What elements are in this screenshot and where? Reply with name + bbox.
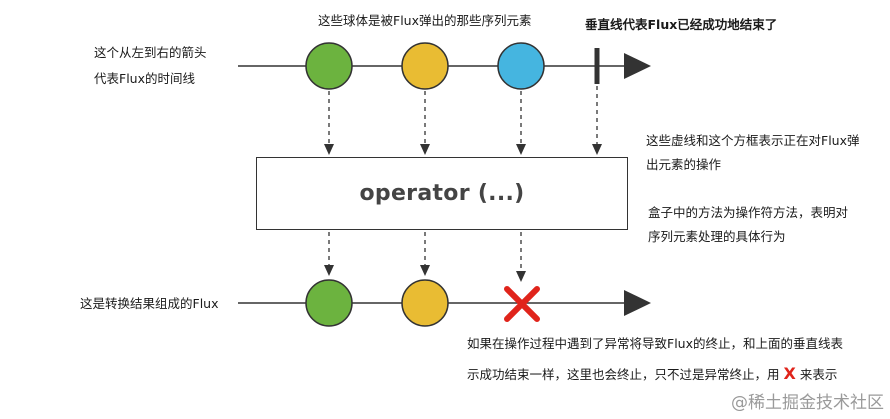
timeline-note-line2: 代表Flux的时间线 [94,71,195,86]
error-note-line1: 如果在操作过程中遇到了异常将导致Flux的终止，和上面的垂直线表 [467,336,843,351]
dashed-arrowhead [420,144,430,155]
bottom-timeline-arrowhead [624,290,651,316]
error-note-line2-end: 来表示 [799,367,838,382]
error-note-x-mark: X [783,364,796,383]
top-marble-yellow [401,42,449,90]
dashed-note-line2: 出元素的操作 [646,157,722,172]
operator-label: operator (...) [359,181,525,206]
watermark: @稀土掘金技术社区 [731,393,884,413]
marbles-note: 这些球体是被Flux弹出的那些序列元素 [318,13,532,28]
box-note-line2: 序列元素处理的具体行为 [648,229,786,244]
top-marble-green [305,42,353,90]
result-marble-green [305,279,353,327]
dashed-note-line1: 这些虚线和这个方框表示正在对Flux弹 [646,133,860,148]
result-marble-yellow [401,279,449,327]
box-note-line1: 盒子中的方法为操作符方法，表明对 [648,205,849,220]
dashed-arrowhead [516,271,526,282]
dashed-arrowhead [420,265,430,276]
top-marble-blue [497,42,545,90]
result-note: 这是转换结果组成的Flux [80,296,219,311]
top-timeline-arrowhead [624,53,651,79]
timeline-note-line1: 这个从左到右的箭头 [94,45,207,60]
operator-box: operator (...) [256,157,628,230]
dashed-arrowhead [516,144,526,155]
dashed-arrowhead [324,265,334,276]
dashed-arrowhead [592,144,602,155]
error-note-line2: 示成功结束一样，这里也会终止，只不过是异常终止，用 X 来表示 [467,361,837,388]
error-note-line2-start: 示成功结束一样，这里也会终止，只不过是异常终止，用 [467,367,780,382]
dashed-arrowhead [324,144,334,155]
error-x-icon [504,286,540,322]
completion-note: 垂直线代表Flux已经成功地结束了 [585,17,778,32]
